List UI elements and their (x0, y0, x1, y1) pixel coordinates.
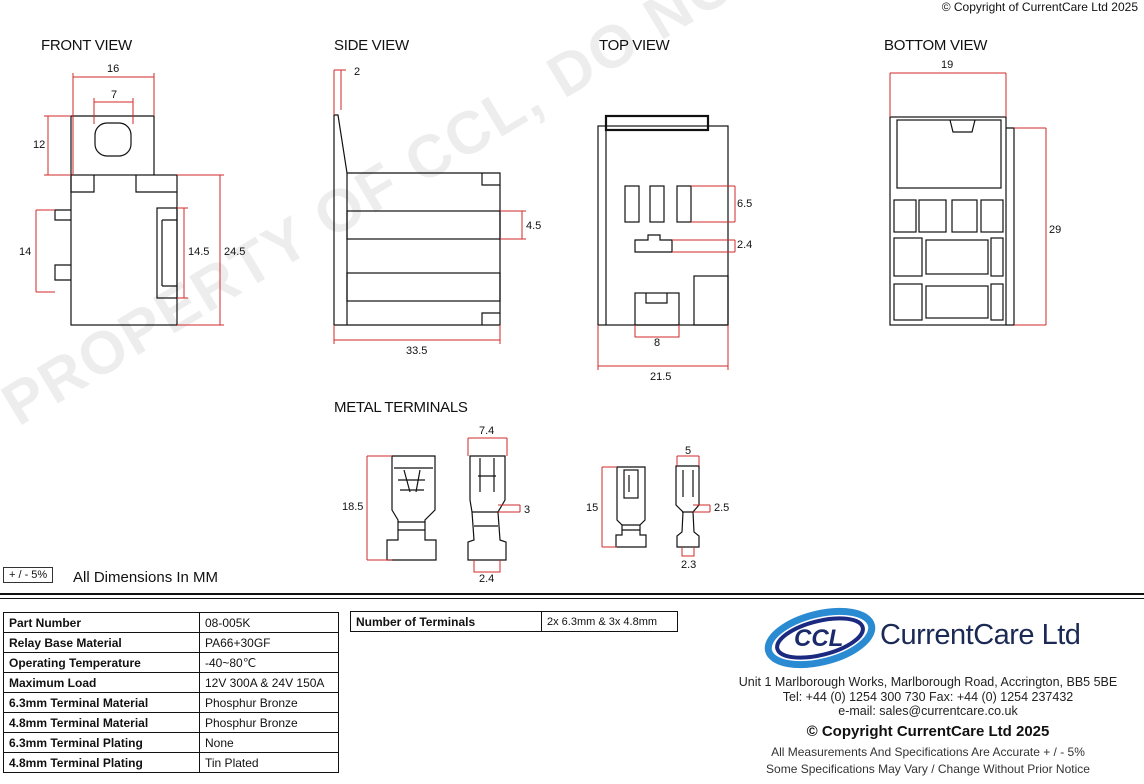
terminal-48-front (615, 466, 647, 548)
bottom-view-title: BOTTOM VIEW (884, 37, 988, 54)
spec-key: Relay Base Material (3, 632, 200, 653)
divider-thin (0, 598, 1144, 599)
table-row: Operating Temperature-40~80℃ (3, 652, 339, 673)
dim-bottom-19: 19 (941, 59, 954, 71)
technical-drawing (35, 69, 1047, 573)
dim-front-7: 7 (111, 89, 118, 101)
company-address: Unit 1 Marlborough Works, Marlborough Ro… (738, 675, 1118, 689)
dim-front-14-5: 14.5 (188, 246, 210, 258)
spec-key: 6.3mm Terminal Material (3, 692, 200, 713)
dim-t2-2-3: 2.3 (681, 559, 697, 571)
disclaimer-accuracy: All Measurements And Specifications Are … (771, 745, 1085, 759)
spec-key: 4.8mm Terminal Plating (3, 752, 200, 773)
terminal-63-side (467, 455, 507, 561)
side-view-title: SIDE VIEW (334, 37, 409, 54)
top-view-title: TOP VIEW (599, 37, 670, 54)
spec-value: -40~80℃ (199, 652, 339, 673)
dim-t1-7-4: 7.4 (479, 425, 495, 437)
dim-t2-15: 15 (586, 502, 599, 514)
spec-key: 6.3mm Terminal Plating (3, 732, 200, 753)
dim-bottom-29: 29 (1049, 224, 1062, 236)
dim-front-24-5: 24.5 (224, 246, 246, 258)
spec-value: 08-005K (199, 612, 339, 633)
dim-top-2-4: 2.4 (737, 239, 753, 251)
company-logo: CCL (764, 607, 876, 669)
table-row: Number of Terminals 2x 6.3mm & 3x 4.8mm (350, 611, 678, 632)
dim-side-33-5: 33.5 (406, 345, 428, 357)
dim-t1-18-5: 18.5 (342, 501, 364, 513)
dim-side-2: 2 (354, 66, 361, 78)
dim-t2-2-5: 2.5 (714, 502, 730, 514)
tolerance-box: + / - 5% (3, 567, 54, 583)
company-copyright: © Copyright CurrentCare Ltd 2025 (806, 723, 1050, 740)
spec-value: PA66+30GF (199, 632, 339, 653)
dim-top-6-5: 6.5 (737, 198, 753, 210)
dim-t2-5: 5 (685, 445, 692, 457)
terminals-value: 2x 6.3mm & 3x 4.8mm (541, 611, 678, 632)
spec-value: Tin Plated (199, 752, 339, 773)
spec-key: Maximum Load (3, 672, 200, 693)
disclaimer-change: Some Specifications May Vary / Change Wi… (766, 762, 1090, 776)
dim-front-14: 14 (19, 246, 32, 258)
dim-side-4-5: 4.5 (526, 220, 542, 232)
spec-value: None (199, 732, 339, 753)
units-note: All Dimensions In MM (73, 569, 219, 586)
dim-top-21-5: 21.5 (650, 371, 672, 383)
spec-value: 12V 300A & 24V 150A (199, 672, 339, 693)
metal-terminals-title: METAL TERMINALS (334, 399, 468, 416)
spec-key: Operating Temperature (3, 652, 200, 673)
company-name: CurrentCare Ltd (880, 619, 1081, 651)
terminals-table: Number of Terminals 2x 6.3mm & 3x 4.8mm (350, 611, 678, 632)
spec-value: Phosphur Bronze (199, 692, 339, 713)
top-view-outline (597, 114, 729, 326)
dim-t1-2-4: 2.4 (479, 573, 495, 585)
spec-key: 4.8mm Terminal Material (3, 712, 200, 733)
spec-value: Phosphur Bronze (199, 712, 339, 733)
dim-t1-3: 3 (524, 504, 531, 516)
side-view-outline (333, 114, 501, 326)
company-phone: Tel: +44 (0) 1254 300 730 Fax: +44 (0) 1… (782, 689, 1074, 704)
bottom-view-outline (889, 116, 1015, 326)
terminal-48-side (675, 465, 700, 548)
dim-front-16: 16 (107, 63, 120, 75)
dim-top-8: 8 (654, 337, 661, 349)
disclaimer: All Measurements And Specifications Are … (728, 744, 1128, 778)
front-view-title: FRONT VIEW (41, 37, 132, 54)
front-view-outline (54, 115, 178, 326)
spec-key: Part Number (3, 612, 200, 633)
logo-text: CCL (794, 625, 843, 652)
terminals-key: Number of Terminals (350, 611, 542, 632)
company-contact: Unit 1 Marlborough Works, Marlborough Ro… (728, 675, 1128, 719)
copyright-header: © Copyright of CurrentCare Ltd 2025 (941, 0, 1138, 14)
dim-front-12: 12 (33, 139, 46, 151)
company-email: e-mail: sales@currentcare.co.uk (838, 704, 1018, 718)
divider-thick (0, 593, 1144, 595)
terminal-63-front (386, 455, 437, 561)
